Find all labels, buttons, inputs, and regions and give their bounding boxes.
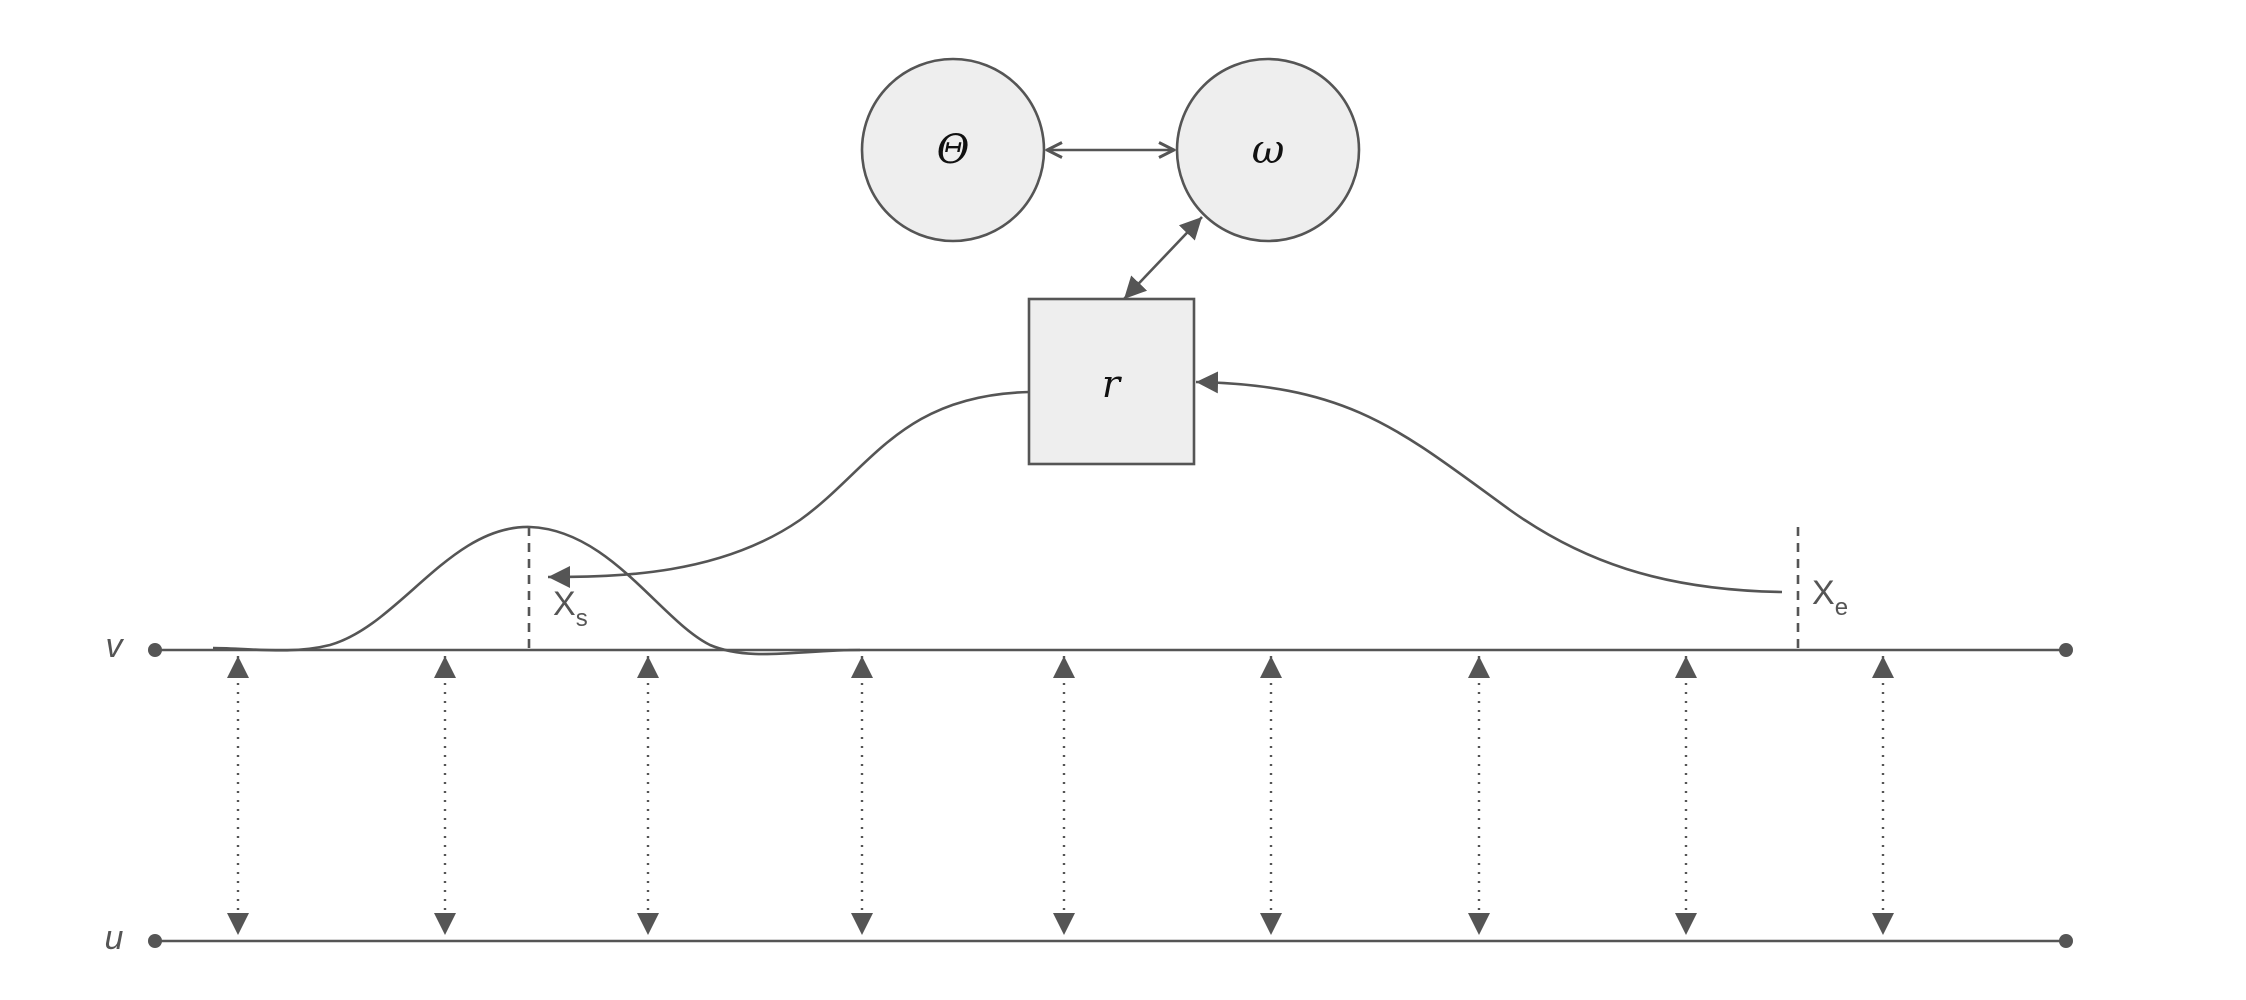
v-axis-label: v (106, 627, 125, 665)
omega-label: ω (1252, 127, 1285, 173)
v-axis: v (106, 627, 2073, 665)
start-marker-sub: s (576, 605, 588, 632)
end-to-r-curve (1195, 371, 1783, 594)
axis-connections (227, 656, 1894, 935)
theta-label: Θ (937, 127, 970, 173)
v-axis-end-dot (2059, 643, 2073, 657)
r-to-start-curve (547, 390, 1030, 588)
theta-node: Θ (860, 57, 1046, 243)
end-marker-sub: e (1835, 594, 1848, 621)
u-axis: u (105, 919, 2073, 957)
bump-curve (212, 525, 861, 656)
end-marker-main: X (1812, 574, 1835, 612)
r-label: r (1102, 362, 1123, 406)
start-marker: Xs (527, 527, 588, 650)
start-marker-label: Xs (553, 585, 588, 632)
u-axis-end-dot (2059, 934, 2073, 948)
v-axis-start-dot (148, 643, 162, 657)
r-node: r (1027, 297, 1196, 466)
end-marker: Xe (1796, 527, 1848, 650)
end-marker-label: Xe (1812, 574, 1848, 621)
omega-r-edge (1123, 216, 1203, 300)
omega-node: ω (1175, 57, 1361, 243)
u-axis-label: u (105, 919, 124, 957)
u-axis-start-dot (148, 934, 162, 948)
start-marker-main: X (553, 585, 576, 623)
